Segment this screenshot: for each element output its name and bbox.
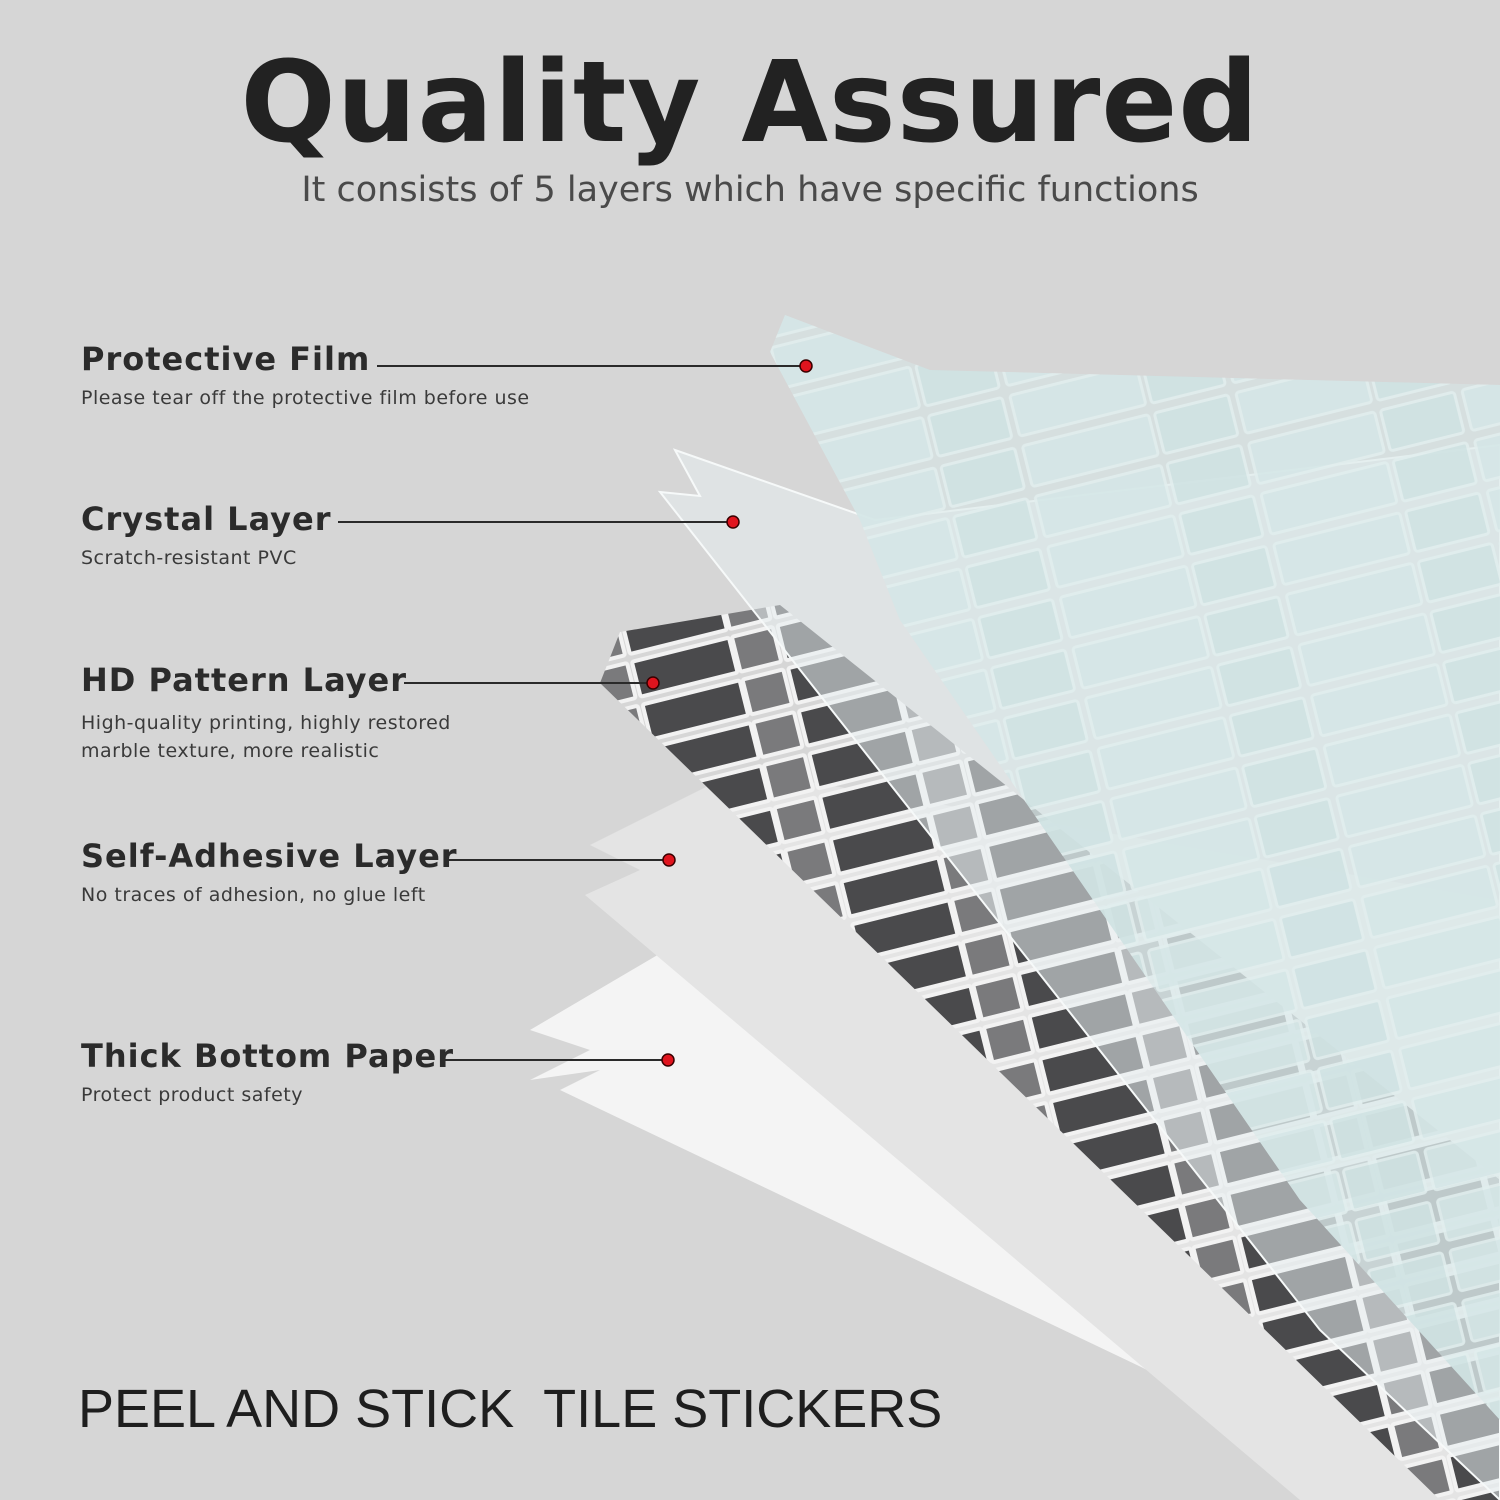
layer-description: Please tear off the protective film befo… xyxy=(81,387,530,409)
label-self-adhesive-layer: Self-Adhesive Layer No traces of adhesio… xyxy=(81,837,458,909)
marker-dots xyxy=(646,359,813,1067)
label-protective-film: Protective Film Please tear off the prot… xyxy=(81,340,530,412)
layer-description: High-quality printing, highly restored xyxy=(81,712,451,734)
footer-tagline: PEEL AND STICK TILE STICKERS xyxy=(78,1379,943,1439)
layer-name: HD Pattern Layer xyxy=(81,661,408,699)
label-thick-bottom-paper: Thick Bottom Paper Protect product safet… xyxy=(81,1037,454,1109)
layer-description-2: marble texture, more realistic xyxy=(81,740,380,762)
page-subtitle: It consists of 5 layers which have speci… xyxy=(301,170,1199,210)
callout-lines xyxy=(338,365,806,1061)
layer-name: Thick Bottom Paper xyxy=(81,1037,454,1075)
layer-description: No traces of adhesion, no glue left xyxy=(81,884,426,906)
layer-name: Protective Film xyxy=(81,340,371,378)
layer-name: Crystal Layer xyxy=(81,500,332,538)
label-hd-pattern-layer: HD Pattern Layer High-quality printing, … xyxy=(81,661,451,765)
layer-description: Scratch-resistant PVC xyxy=(81,547,297,569)
pattern-layer xyxy=(600,605,1500,1500)
label-crystal-layer: Crystal Layer Scratch-resistant PVC xyxy=(81,500,332,572)
layer-description: Protect product safety xyxy=(81,1084,303,1106)
layer-name: Self-Adhesive Layer xyxy=(81,837,458,875)
page-title: Quality Assured xyxy=(240,38,1260,168)
